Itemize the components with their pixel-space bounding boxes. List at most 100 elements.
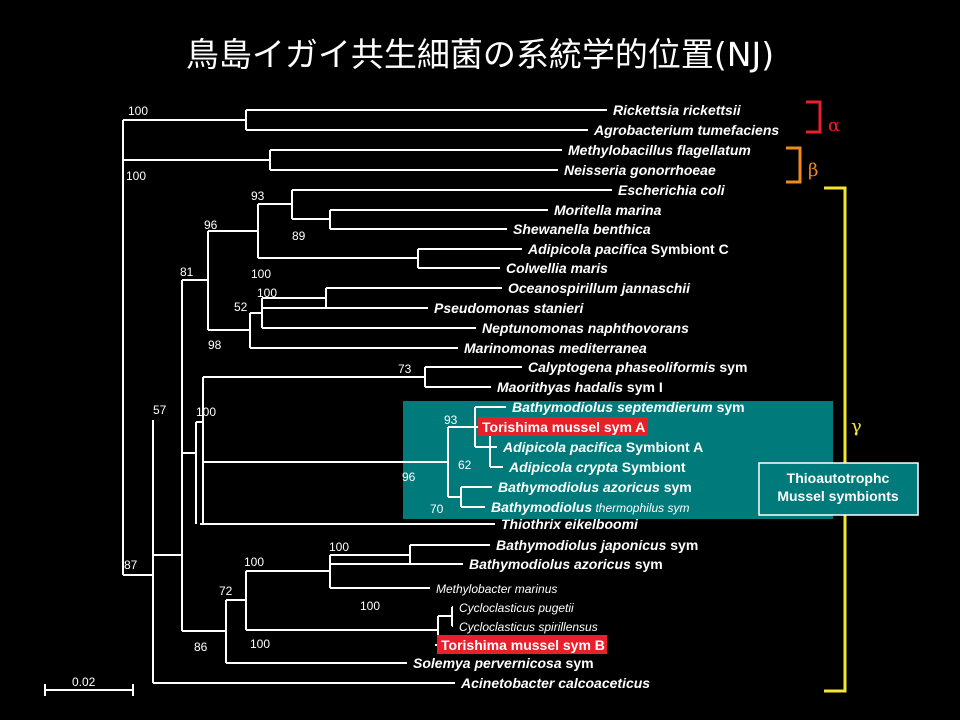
taxon-name: Thiothrix eikelboomi xyxy=(501,516,639,532)
taxon-label: Cycloclasticus spirillensus xyxy=(459,620,598,634)
taxon-label: Torishima mussel sym A xyxy=(482,419,645,435)
mussel-symbionts-label-line: Mussel symbionts xyxy=(777,488,899,504)
taxon-label: Neptunomonas naphthovorans xyxy=(482,320,689,336)
taxon-name: Methylobacter marinus xyxy=(436,582,557,596)
taxon-suffix: B xyxy=(591,637,605,653)
taxon-suffix: sym xyxy=(713,399,745,415)
bootstrap-value: 70 xyxy=(430,502,444,516)
bootstrap-value: 89 xyxy=(292,229,306,243)
taxon-name: Acinetobacter calcoaceticus xyxy=(460,675,650,691)
taxon-label: Oceanospirillum jannaschii xyxy=(508,280,691,296)
alpha-bracket xyxy=(806,100,822,134)
taxon-name: Bathymodiolus xyxy=(491,499,592,515)
bootstrap-value: 100 xyxy=(128,104,148,118)
taxon-label: Moritella marina xyxy=(554,202,662,218)
taxon-name: Solemya pervernicosa xyxy=(413,655,562,671)
taxon-name: Moritella marina xyxy=(554,202,662,218)
bootstrap-value: 81 xyxy=(180,265,194,279)
beta-symbol: β xyxy=(808,160,818,181)
bootstrap-value: 96 xyxy=(204,218,218,232)
taxon-label: Acinetobacter calcoaceticus xyxy=(460,675,650,691)
taxon-name: Bathymodiolus japonicus xyxy=(496,537,667,553)
bootstrap-value: 57 xyxy=(153,403,167,417)
taxon-name: Cycloclasticus spirillensus xyxy=(459,620,598,634)
bootstrap-value: 62 xyxy=(458,458,472,472)
taxon-label: Methylobacter marinus xyxy=(436,582,557,596)
taxon-suffix: Symbiont C xyxy=(647,241,729,257)
taxon-name: Calyptogena phaseoliformis xyxy=(528,359,716,375)
taxon-label: Adipicola crypta Symbiont xyxy=(508,459,686,475)
taxon-label: Rickettsia rickettsii xyxy=(613,102,742,118)
taxon-suffix: thermophilus sym xyxy=(592,501,689,515)
taxon-name: Adipicola pacifica xyxy=(527,241,647,257)
taxon-suffix: Symbiont xyxy=(618,459,686,475)
taxon-name: Adipicola pacifica xyxy=(502,439,622,455)
bootstrap-value: 100 xyxy=(126,169,146,183)
taxon-name: Shewanella benthica xyxy=(513,221,651,237)
mussel-symbionts-label-line: Thioautotrophc xyxy=(787,470,890,486)
taxon-suffix: sym xyxy=(631,556,663,572)
highlight-badge xyxy=(478,417,648,436)
taxon-label: Pseudomonas stanieri xyxy=(434,300,584,316)
taxon-name: Bathymodiolus azoricus xyxy=(498,479,660,495)
taxon-name: Maorithyas hadalis xyxy=(497,379,623,395)
taxon-suffix: sym xyxy=(660,479,692,495)
taxon-name: Neisseria gonorrhoeae xyxy=(564,162,716,178)
taxon-label: Calyptogena phaseoliformis sym xyxy=(528,359,747,375)
bootstrap-value: 87 xyxy=(124,558,138,572)
taxon-name: Cycloclasticus pugetii xyxy=(459,601,574,615)
taxon-label: Marinomonas mediterranea xyxy=(464,340,647,356)
taxon-label: Cycloclasticus pugetii xyxy=(459,601,574,615)
taxon-name: Bathymodiolus azoricus xyxy=(469,556,631,572)
mussel-symbionts-label-box xyxy=(758,462,919,516)
bootstrap-value: 100 xyxy=(196,405,216,419)
taxon-suffix: A xyxy=(632,419,645,435)
taxon-label: Methylobacillus flagellatum xyxy=(568,142,751,158)
bootstrap-value: 73 xyxy=(398,362,412,376)
bootstrap-value: 100 xyxy=(257,286,277,300)
beta-bracket xyxy=(786,146,802,184)
taxon-label: Maorithyas hadalis sym I xyxy=(497,379,663,395)
taxon-name: Colwellia maris xyxy=(506,260,608,276)
bootstrap-value: 100 xyxy=(360,599,380,613)
taxon-label: Solemya pervernicosa sym xyxy=(413,655,594,671)
taxon-name: Escherichia coli xyxy=(618,182,726,198)
taxon-name: Torishima mussel sym xyxy=(482,419,632,435)
taxon-name: Adipicola crypta xyxy=(508,459,618,475)
taxon-label: Shewanella benthica xyxy=(513,221,651,237)
taxon-label: Bathymodiolus azoricus sym xyxy=(498,479,692,495)
taxon-name: Torishima mussel sym xyxy=(441,637,591,653)
bootstrap-value: 93 xyxy=(444,413,458,427)
taxon-suffix: sym I xyxy=(623,379,663,395)
taxon-label: Bathymodiolus septemdierum sym xyxy=(512,399,745,415)
taxon-name: Marinomonas mediterranea xyxy=(464,340,647,356)
taxon-name: Oceanospirillum jannaschii xyxy=(508,280,691,296)
taxon-label: Agrobacterium tumefaciens xyxy=(593,122,779,138)
taxon-suffix: Symbiont A xyxy=(622,439,703,455)
taxon-name: Pseudomonas stanieri xyxy=(434,300,584,316)
bootstrap-value: 98 xyxy=(208,338,222,352)
taxon-label: Torishima mussel sym B xyxy=(441,637,605,653)
bootstrap-value: 100 xyxy=(244,555,264,569)
taxon-label: Bathymodiolus azoricus sym xyxy=(469,556,663,572)
bootstrap-value: 100 xyxy=(251,267,271,281)
bootstrap-value: 100 xyxy=(250,637,270,651)
gamma-bracket xyxy=(824,186,847,693)
taxon-label: Thiothrix eikelboomi xyxy=(501,516,639,532)
taxon-label: Adipicola pacifica Symbiont A xyxy=(502,439,703,455)
taxon-label: Colwellia maris xyxy=(506,260,608,276)
alpha-symbol: α xyxy=(828,115,840,136)
scale-label: 0.02 xyxy=(72,675,96,689)
bootstrap-value: 93 xyxy=(251,189,265,203)
taxon-label: Bathymodiolus japonicus sym xyxy=(496,537,698,553)
taxon-label: Bathymodiolus thermophilus sym xyxy=(491,499,690,515)
taxon-label: Escherichia coli xyxy=(618,182,726,198)
taxon-label: Neisseria gonorrhoeae xyxy=(564,162,716,178)
highlight-badge xyxy=(437,635,607,654)
taxon-suffix: sym xyxy=(715,359,747,375)
taxon-suffix: sym xyxy=(562,655,594,671)
